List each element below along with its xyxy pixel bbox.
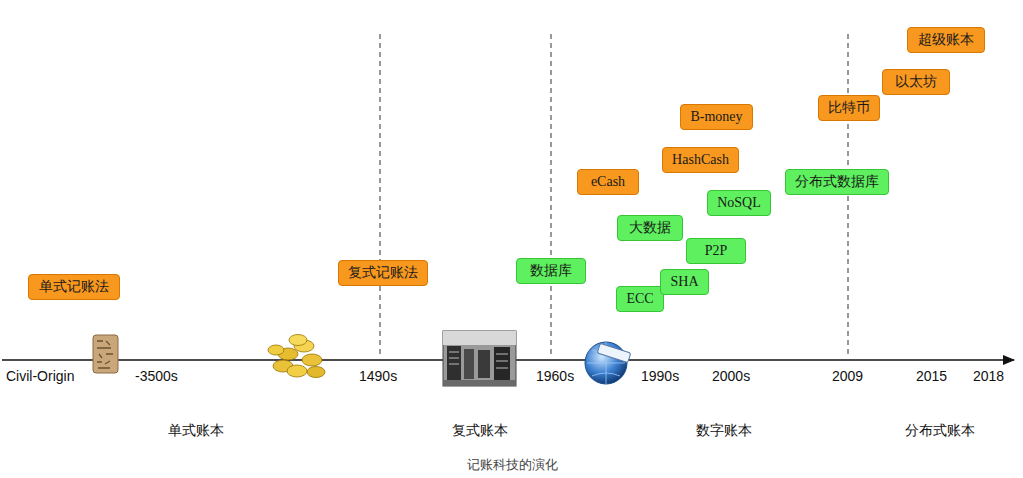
- axis-tick-label: 1990s: [641, 368, 679, 385]
- computer-room-photo: [443, 331, 516, 386]
- era-label: 分布式账本: [905, 422, 975, 439]
- axis-tick-label: 2015: [916, 368, 947, 385]
- axis-tick-label: Civil-Origin: [6, 368, 74, 385]
- milestone-box: 单式记账法: [28, 274, 120, 300]
- milestone-box: HashCash: [662, 147, 739, 173]
- figure-caption: 记账科技的演化: [467, 456, 558, 473]
- era-divider: [380, 34, 848, 358]
- milestone-box: 复式记账法: [338, 260, 428, 286]
- internet-globe-icon: [585, 342, 631, 384]
- box-label: 比特币: [828, 100, 870, 115]
- axis-tick-label: 2000s: [712, 368, 750, 385]
- box-label: ECC: [626, 291, 653, 306]
- technology-box: 数据库: [516, 258, 586, 284]
- era-divider: [551, 34, 552, 358]
- box-label: 大数据: [629, 220, 671, 235]
- gold-coins-icon: [268, 335, 325, 378]
- box-label: 超级账本: [918, 32, 974, 47]
- axis-tick-label: -3500s: [135, 368, 178, 385]
- box-label: NoSQL: [717, 195, 761, 210]
- milestone-box: B-money: [680, 104, 753, 130]
- box-label: 复式记账法: [348, 265, 418, 280]
- milestone-box: 比特币: [818, 95, 880, 121]
- axis-tick-label: 1490s: [359, 368, 397, 385]
- milestone-box: 以太坊: [882, 69, 950, 95]
- era-divider: [848, 34, 849, 358]
- era-label: 单式账本: [168, 422, 224, 439]
- box-label: 分布式数据库: [795, 174, 879, 189]
- box-label: SHA: [670, 274, 698, 289]
- technology-box: ECC: [616, 286, 664, 312]
- box-label: B-money: [690, 109, 742, 124]
- box-label: HashCash: [672, 152, 729, 167]
- box-label: 数据库: [530, 263, 572, 278]
- axis-tick-label: 1960s: [536, 368, 574, 385]
- milestone-box: eCash: [577, 169, 639, 195]
- box-label: eCash: [591, 174, 625, 189]
- box-label: 以太坊: [895, 74, 937, 89]
- technology-box: P2P: [686, 238, 746, 264]
- axis-tick-label: 2009: [832, 368, 863, 385]
- technology-box: NoSQL: [707, 190, 771, 216]
- technology-box: SHA: [660, 269, 709, 295]
- era-divider: [380, 34, 381, 358]
- box-label: P2P: [705, 243, 728, 258]
- box-label: 单式记账法: [39, 279, 109, 294]
- era-label: 数字账本: [696, 422, 752, 439]
- milestone-box: 超级账本: [907, 27, 985, 53]
- clay-tablet-icon: [93, 335, 118, 373]
- technology-box: 分布式数据库: [785, 169, 889, 195]
- axis-tick-label: 2018: [973, 368, 1004, 385]
- era-label: 复式账本: [452, 422, 508, 439]
- technology-box: 大数据: [617, 215, 683, 241]
